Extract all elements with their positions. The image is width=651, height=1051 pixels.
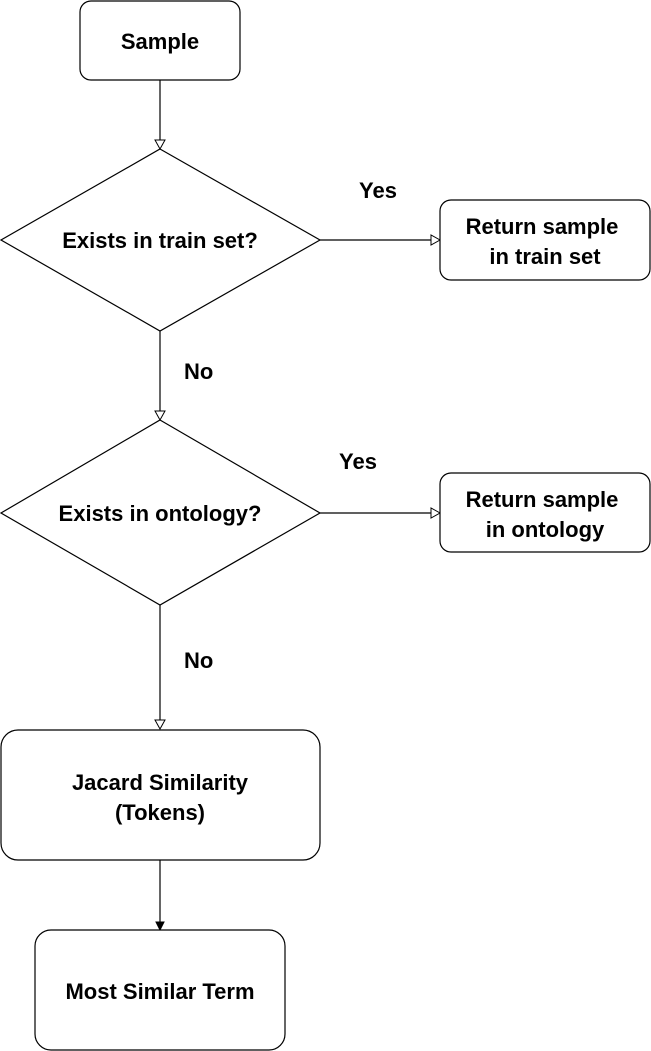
arrowhead-sample-to-train-check — [154, 139, 166, 151]
edge-label-ontology-yes: Yes — [339, 449, 377, 474]
node-most-similar-term: Most Similar Term — [34, 929, 286, 1051]
node-exists-in-ontology: Exists in ontology? — [0, 419, 322, 606]
jacard-box — [0, 729, 321, 861]
node-jacard-similarity: Jacard Similarity (Tokens) — [0, 729, 321, 861]
return-ontology-label-line1: Return sample — [466, 487, 619, 512]
ontology-check-diamond — [0, 419, 322, 606]
edge-label-train-no: No — [184, 359, 213, 384]
arrowhead-train-no — [154, 410, 166, 422]
sample-box — [79, 0, 241, 81]
return-ontology-box — [439, 472, 651, 553]
arrowhead-ontology-no — [154, 719, 166, 731]
return-train-label-line2: in train set — [489, 244, 601, 269]
jacard-label-line2: (Tokens) — [115, 800, 205, 825]
node-return-sample-train: Return sample in train set — [439, 199, 651, 281]
node-return-sample-ontology: Return sample in ontology — [439, 472, 651, 553]
node-exists-in-train-set: Exists in train set? — [0, 148, 322, 332]
return-ontology-label-line2: in ontology — [486, 517, 605, 542]
jacard-label-line1: Jacard Similarity — [72, 770, 249, 795]
sample-label: Sample — [121, 29, 199, 54]
arrowhead-jacard-to-result — [155, 921, 165, 932]
edge-label-ontology-no: No — [184, 648, 213, 673]
edge-label-train-yes: Yes — [359, 178, 397, 203]
train-check-diamond — [0, 148, 322, 332]
node-sample: Sample — [79, 0, 241, 81]
return-train-box — [439, 199, 651, 281]
most-similar-label: Most Similar Term — [65, 979, 254, 1004]
return-train-label-line1: Return sample — [466, 214, 619, 239]
train-check-label: Exists in train set? — [62, 228, 258, 253]
arrowhead-ontology-yes — [430, 507, 442, 519]
arrowhead-train-yes — [430, 234, 442, 246]
most-similar-box — [34, 929, 286, 1051]
ontology-check-label: Exists in ontology? — [59, 501, 262, 526]
